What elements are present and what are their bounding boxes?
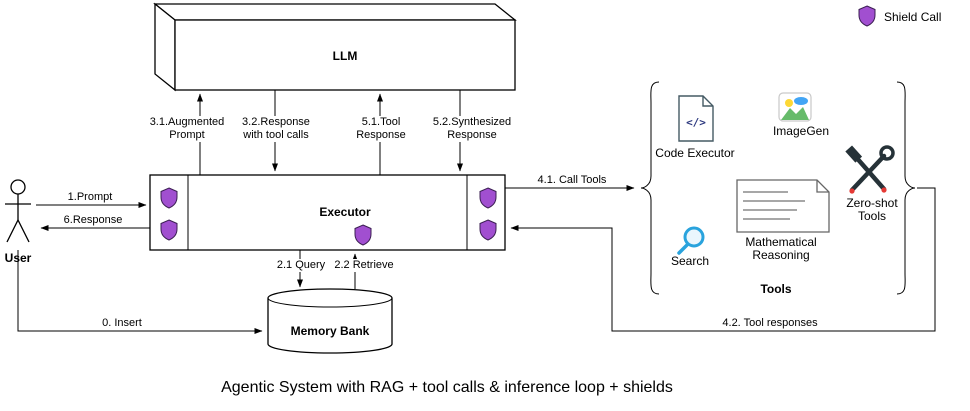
edge-label-augmented-prompt: 3.1.Augmented Prompt bbox=[147, 116, 227, 142]
shield-icon bbox=[479, 219, 497, 241]
zero-shot-tools-label: Zero-shot Tools bbox=[846, 196, 898, 223]
imagegen-label: ImageGen bbox=[772, 124, 830, 138]
code-executor-icon: </> bbox=[678, 95, 714, 142]
executor-label: Executor bbox=[319, 205, 371, 219]
memory-bank-label: Memory Bank bbox=[290, 324, 370, 338]
executor-shields bbox=[160, 187, 497, 246]
shield-icon bbox=[160, 187, 178, 209]
tools-group-label: Tools bbox=[760, 282, 792, 296]
math-reasoning-icon bbox=[736, 179, 830, 233]
edge-label-tool-response: 5.1.Tool Response bbox=[341, 116, 421, 142]
llm-box bbox=[153, 2, 517, 92]
edge-tool-responses bbox=[510, 187, 936, 332]
search-icon bbox=[677, 226, 705, 255]
imagegen-icon bbox=[778, 92, 812, 122]
user-label: User bbox=[4, 251, 32, 265]
tools-group-brace-right bbox=[896, 81, 916, 295]
math-reasoning-label: Mathematical Reasoning bbox=[745, 235, 817, 262]
memory-bank-cylinder bbox=[267, 288, 393, 354]
edge-label-prompt: 1.Prompt bbox=[55, 191, 125, 204]
shield-icon bbox=[479, 187, 497, 209]
shield-icon bbox=[160, 219, 178, 241]
edges bbox=[17, 90, 936, 334]
shield-icon bbox=[354, 224, 372, 246]
code-executor-label: Code Executor bbox=[655, 146, 735, 160]
edge-label-synthesized-response: 5.2.Synthesized Response bbox=[427, 116, 517, 142]
llm-label: LLM bbox=[332, 49, 358, 63]
edge-label-response-tool-calls: 3.2.Response with tool calls bbox=[236, 116, 316, 142]
edge-label-response: 6.Response bbox=[58, 214, 128, 227]
diagram-title: Agentic System with RAG + tool calls & i… bbox=[221, 379, 673, 396]
shield-icon bbox=[858, 5, 876, 27]
tools-group-brace-left bbox=[640, 81, 660, 295]
edge-label-retrieve: 2.2 Retrieve bbox=[329, 259, 399, 272]
edge-label-insert: 0. Insert bbox=[87, 317, 157, 330]
search-label: Search bbox=[670, 254, 710, 268]
edge-label-query: 2.1 Query bbox=[266, 259, 336, 272]
edge-label-call-tools: 4.1. Call Tools bbox=[522, 174, 622, 187]
edge-insert bbox=[17, 250, 263, 334]
executor-box bbox=[149, 174, 506, 251]
zero-shot-tools-icon bbox=[845, 145, 895, 194]
edge-label-tool-responses: 4.2. Tool responses bbox=[705, 317, 835, 330]
user-figure bbox=[5, 179, 31, 243]
legend-shield-call-label: Shield Call bbox=[884, 10, 942, 24]
svg-text:</>: </> bbox=[686, 116, 706, 129]
